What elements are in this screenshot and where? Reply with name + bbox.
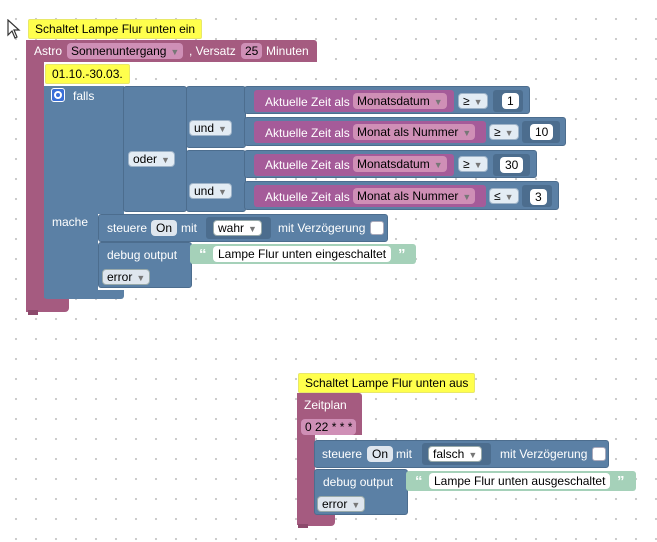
compare-op-1: ≥ (463, 94, 470, 108)
time-label-1: Aktuelle Zeit als (265, 95, 350, 109)
time-mode-dropdown-1[interactable]: Monatsdatum▼ (353, 93, 447, 109)
dropdown-arrow-icon: ▼ (462, 192, 472, 202)
compare-op-dropdown-3[interactable]: ≥▼ (458, 156, 488, 172)
or-label: oder (133, 152, 158, 166)
log-level-2: error (322, 497, 348, 511)
debug-label-1: debug output (107, 248, 178, 262)
log-level-dropdown-1[interactable]: error▼ (102, 269, 151, 285)
value-2: falsch (433, 447, 465, 461)
delay-checkbox-2[interactable] (592, 447, 606, 461)
offset-label: , Versatz (189, 44, 236, 58)
debug-text-1[interactable]: Lampe Flur unten eingeschaltet (213, 246, 392, 262)
value-1: wahr (218, 221, 245, 235)
and-label-1: und (194, 121, 215, 135)
compare-value-1[interactable]: 1 (502, 93, 519, 109)
dropdown-arrow-icon: ▼ (136, 273, 146, 283)
debug-label-2: debug output (323, 475, 394, 489)
time-label-4: Aktuelle Zeit als (265, 190, 350, 204)
compare-value-2[interactable]: 10 (530, 124, 554, 140)
control-label-1: steuere (107, 221, 148, 235)
or-operator-dropdown[interactable]: oder▼ (128, 151, 175, 167)
astro-event-dropdown[interactable]: Sonnenuntergang▼ (67, 43, 184, 59)
time-mode-3: Monatsdatum (357, 157, 430, 171)
compare-op-2: ≥ (494, 125, 501, 139)
trigger-comment-2[interactable]: Schaltet Lampe Flur unten aus (298, 373, 476, 393)
dropdown-arrow-icon: ▼ (462, 128, 472, 138)
log-level-1: error (107, 270, 133, 284)
debug-text-2[interactable]: Lampe Flur unten ausgeschaltet (429, 473, 611, 489)
dropdown-arrow-icon: ▼ (468, 450, 478, 460)
dropdown-arrow-icon: ▼ (504, 128, 514, 138)
value-dropdown-2[interactable]: falsch▼ (428, 446, 483, 462)
offset-unit: Minuten (266, 44, 309, 58)
open-quote-icon: “ (415, 473, 423, 490)
control-target-2[interactable]: On (367, 446, 394, 462)
compare-value-3[interactable]: 30 (500, 157, 524, 173)
do-label: mache (52, 215, 89, 229)
gear-icon[interactable] (51, 88, 65, 102)
dropdown-arrow-icon: ▼ (170, 47, 180, 57)
with-label-2: mit (396, 447, 412, 461)
if-label: falls (73, 89, 95, 103)
cron-field[interactable]: 0 22 * * * (301, 419, 357, 435)
value-dropdown-1[interactable]: wahr▼ (213, 220, 262, 236)
offset-value-field[interactable]: 25 (241, 43, 263, 59)
delay-label-1: mit Verzögerung (278, 221, 366, 235)
time-mode-4: Monat als Nummer (357, 189, 459, 203)
control-label-2: steuere (322, 447, 363, 461)
compare-op-dropdown-1[interactable]: ≥▼ (458, 93, 488, 109)
dropdown-arrow-icon: ▼ (161, 155, 170, 165)
compare-op-dropdown-2[interactable]: ≥▼ (489, 124, 519, 140)
time-mode-1: Monatsdatum (357, 94, 430, 108)
time-mode-dropdown-2[interactable]: Monat als Nummer▼ (353, 124, 476, 140)
astro-event-value: Sonnenuntergang (71, 44, 167, 58)
mouse-pointer-icon (7, 19, 21, 39)
with-label-1: mit (181, 221, 197, 235)
time-mode-dropdown-3[interactable]: Monatsdatum▼ (353, 156, 447, 172)
compare-op-dropdown-4[interactable]: ≤▼ (489, 188, 519, 204)
dropdown-arrow-icon: ▼ (248, 224, 257, 234)
time-label-3: Aktuelle Zeit als (265, 158, 350, 172)
and-operator-dropdown-2[interactable]: und▼ (189, 183, 232, 199)
astro-label: Astro (34, 44, 63, 58)
delay-label-2: mit Verzögerung (500, 447, 588, 461)
time-mode-2: Monat als Nummer (357, 125, 459, 139)
time-mode-dropdown-4[interactable]: Monat als Nummer▼ (353, 188, 476, 204)
compare-value-4[interactable]: 3 (530, 189, 547, 205)
dropdown-arrow-icon: ▼ (218, 187, 227, 197)
and-operator-dropdown-1[interactable]: und▼ (189, 120, 232, 136)
and-label-2: und (194, 184, 215, 198)
schedule-label: Zeitplan (304, 398, 347, 412)
compare-op-4: ≤ (494, 189, 501, 203)
log-level-dropdown-2[interactable]: error▼ (317, 496, 366, 512)
delay-checkbox-1[interactable] (370, 221, 384, 235)
control-target-1[interactable]: On (151, 220, 178, 236)
close-quote-icon: ” (617, 473, 625, 490)
dropdown-arrow-icon: ▼ (473, 97, 483, 107)
time-label-2: Aktuelle Zeit als (265, 126, 350, 140)
open-quote-icon: “ (199, 246, 207, 263)
dropdown-arrow-icon: ▼ (433, 97, 443, 107)
dropdown-arrow-icon: ▼ (473, 160, 483, 170)
close-quote-icon: ” (398, 246, 406, 263)
dropdown-arrow-icon: ▼ (504, 192, 514, 202)
dropdown-arrow-icon: ▼ (433, 160, 443, 170)
dropdown-arrow-icon: ▼ (351, 500, 361, 510)
compare-op-3: ≥ (463, 157, 470, 171)
dropdown-arrow-icon: ▼ (218, 124, 227, 134)
trigger-comment[interactable]: Schaltet Lampe Flur unten ein (28, 19, 203, 39)
date-range-comment[interactable]: 01.10.-30.03. (45, 64, 130, 84)
